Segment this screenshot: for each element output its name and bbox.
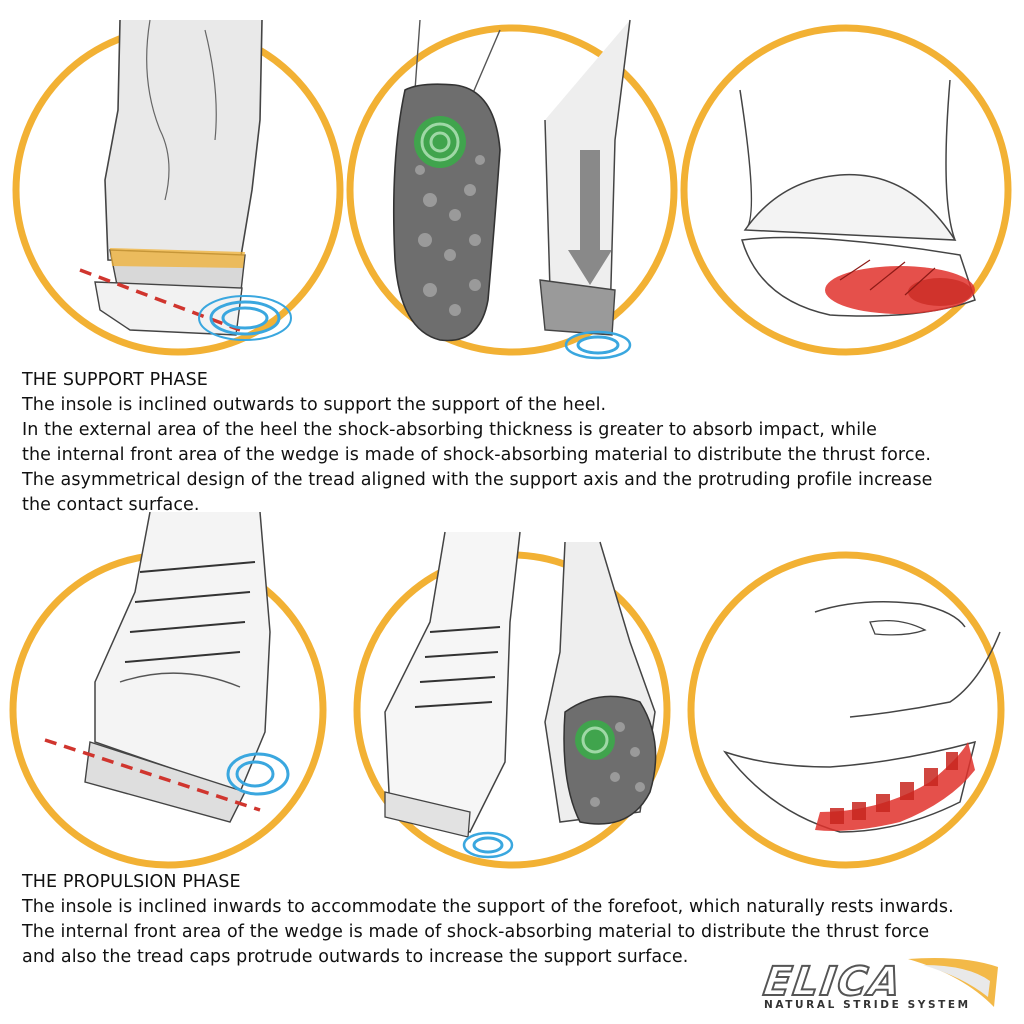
toe-off-icon bbox=[353, 531, 671, 869]
support-phase-line: The insole is inclined outwards to suppo… bbox=[22, 395, 607, 415]
logo-tagline: NATURAL STRIDE SYSTEM bbox=[764, 999, 971, 1011]
propulsion-phase-text: THE PROPULSION PHASE The insole is incli… bbox=[22, 870, 1022, 970]
support-phase-text: THE SUPPORT PHASE The insole is inclined… bbox=[22, 368, 1022, 518]
forefoot-pressure-icon bbox=[687, 551, 1005, 869]
support-phase-line: The asymmetrical design of the tread ali… bbox=[22, 470, 933, 490]
heel-pressure-icon bbox=[680, 24, 1012, 356]
propulsion-phase-title: THE PROPULSION PHASE bbox=[22, 872, 241, 892]
propulsion-phase-line: and also the tread caps protrude outward… bbox=[22, 947, 689, 967]
support-phase-title: THE SUPPORT PHASE bbox=[22, 370, 208, 390]
support-phase-line: In the external area of the heel the sho… bbox=[22, 420, 878, 440]
sole-impact-icon bbox=[346, 19, 678, 360]
support-phase-line: the contact surface. bbox=[22, 495, 200, 515]
support-phase-line: the internal front area of the wedge is … bbox=[22, 445, 932, 465]
propulsion-phase-line: The insole is inclined inwards to accomm… bbox=[22, 897, 954, 917]
support-illustrations bbox=[0, 0, 1024, 360]
propulsion-phase-line: The internal front area of the wedge is … bbox=[22, 922, 930, 942]
heel-strike-icon bbox=[12, 19, 344, 356]
propulsion-illustrations bbox=[0, 512, 1024, 872]
forefoot-inclination-icon bbox=[9, 512, 327, 869]
elica-logo: ELICA NATURAL STRIDE SYSTEM bbox=[758, 955, 1008, 1017]
